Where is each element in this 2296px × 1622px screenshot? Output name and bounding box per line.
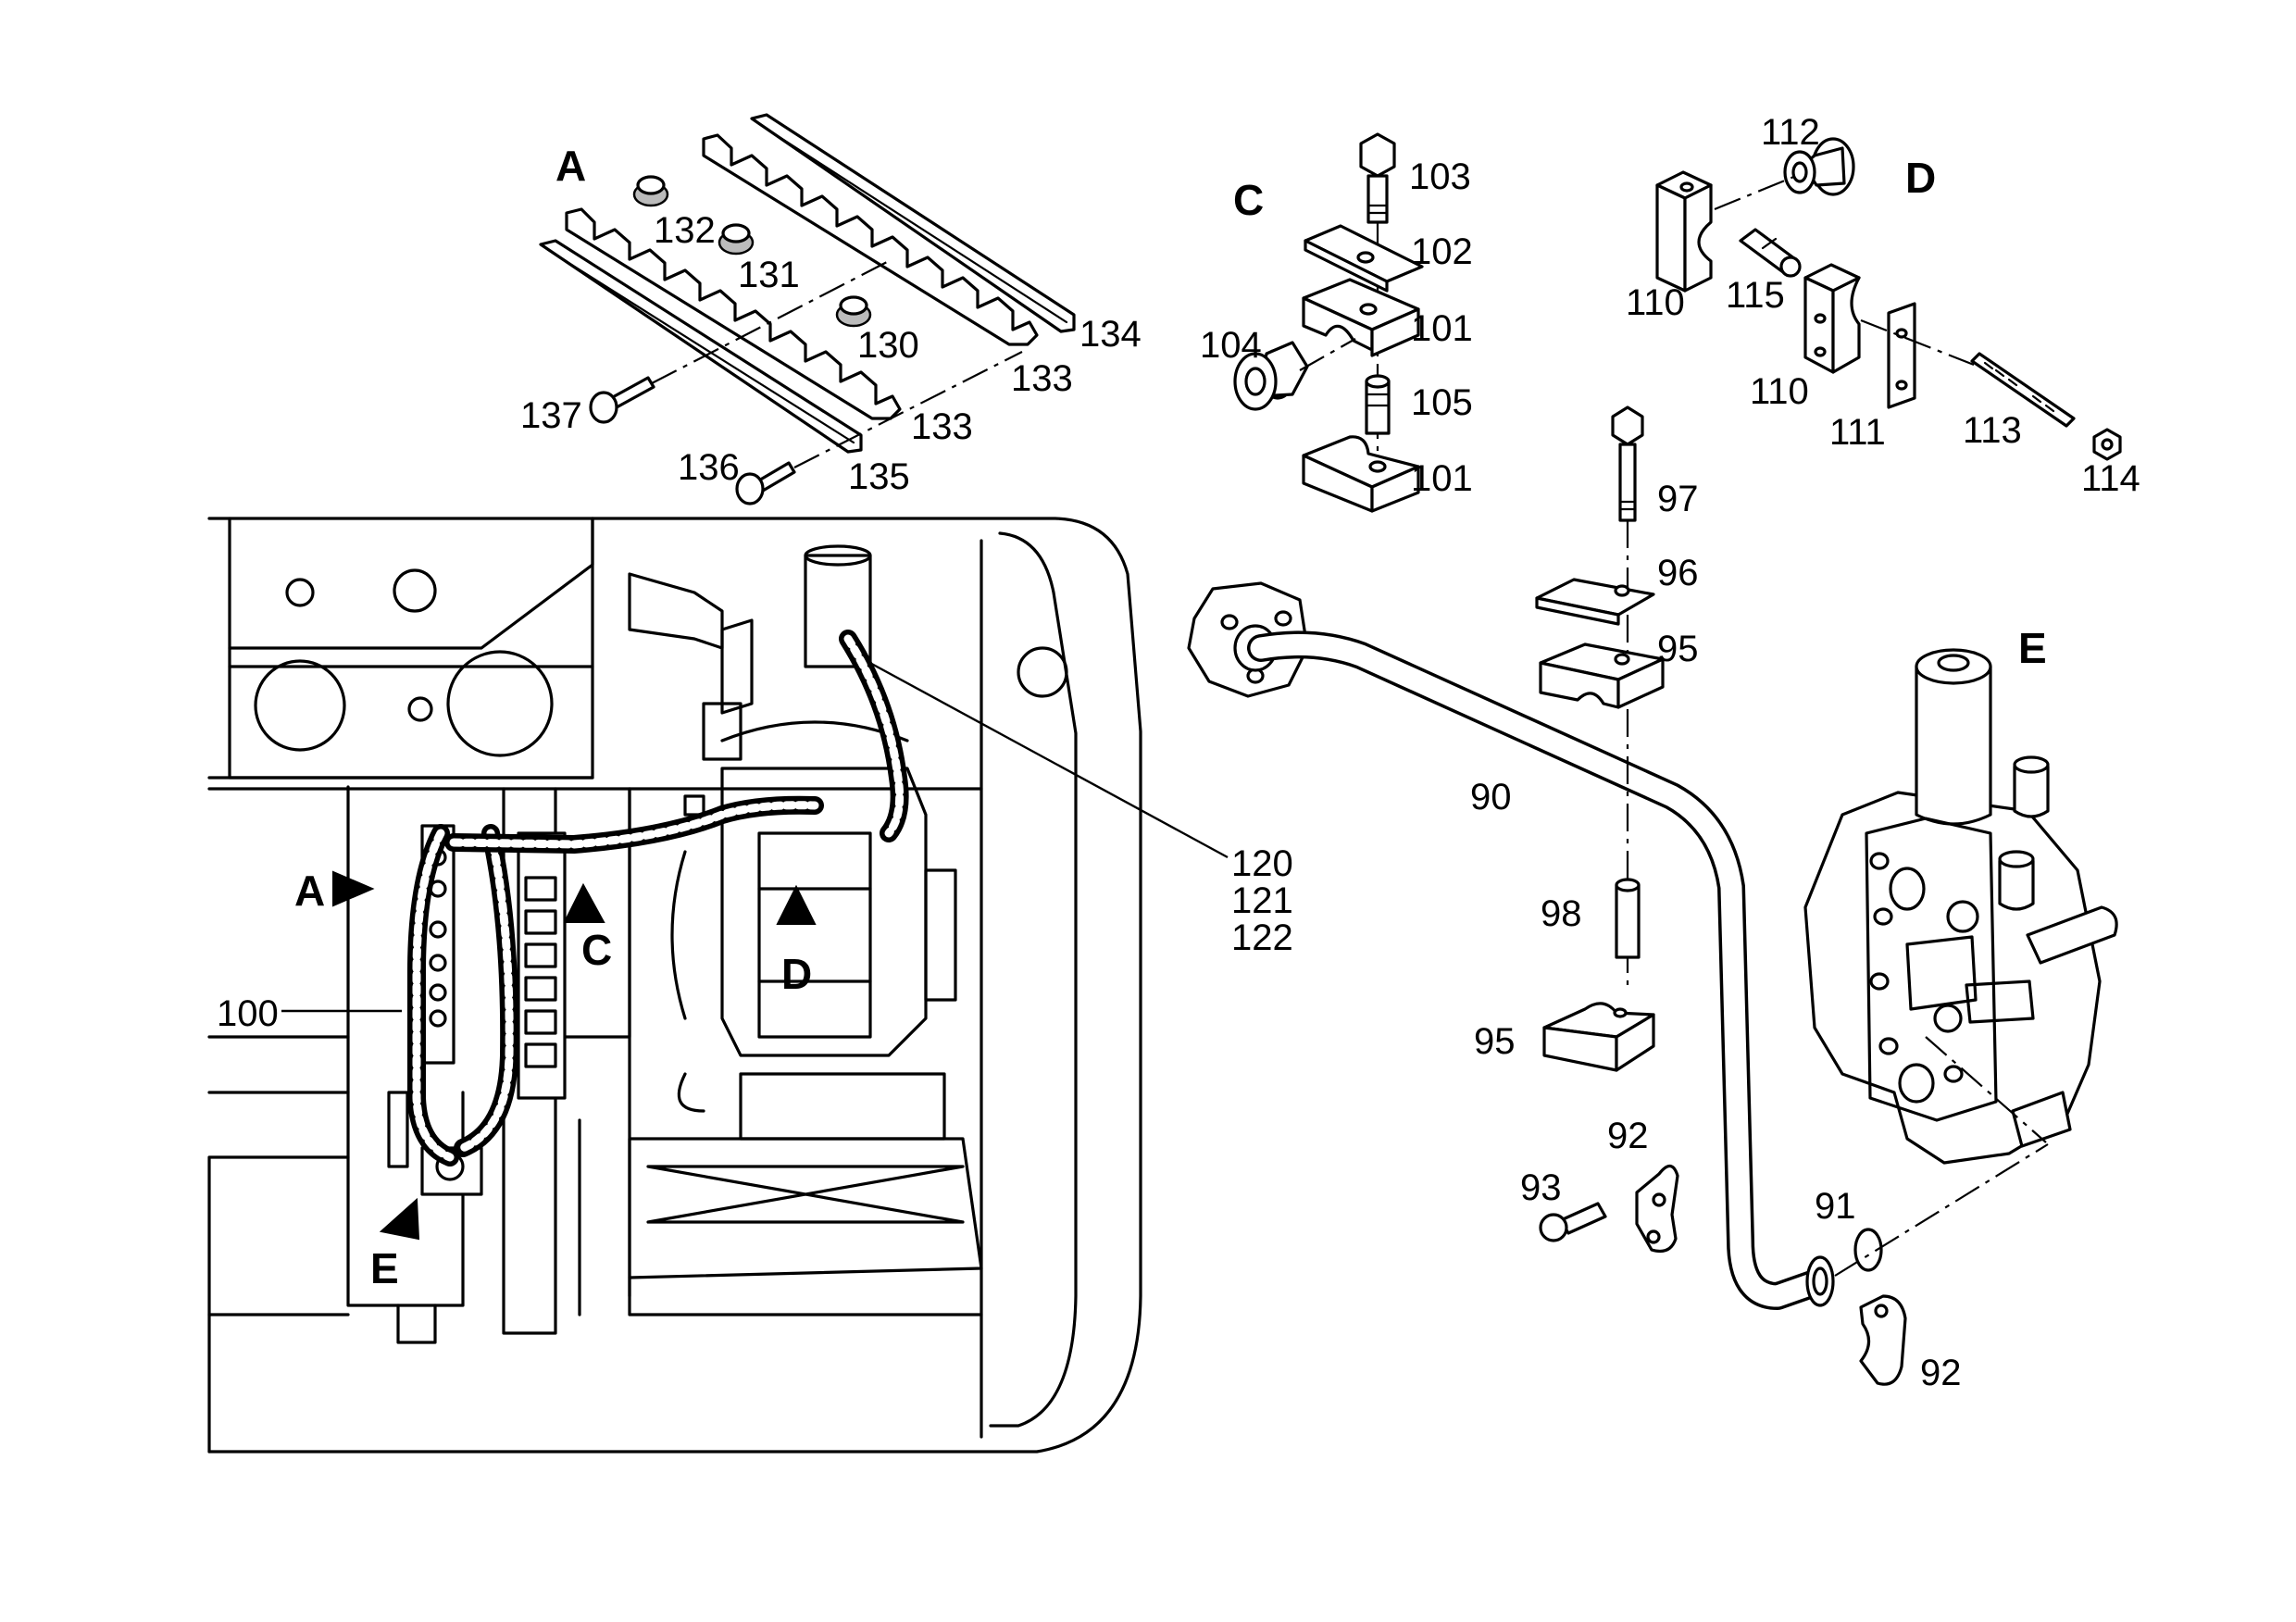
callout-133-lower: 133 bbox=[911, 406, 973, 447]
clamp-half-95-upper bbox=[1539, 643, 1665, 709]
callout-101-lower: 101 bbox=[1411, 458, 1473, 499]
machine-overview: A C D E 100 120 121 122 bbox=[207, 517, 1293, 1454]
view-label-d: D bbox=[1905, 154, 1936, 202]
view-marker-d-label: D bbox=[781, 950, 812, 998]
clamp-half-110-upper bbox=[1655, 170, 1713, 293]
pipe-assembly-90: 90 97 96 95 98 95 92 93 91 92 bbox=[1187, 406, 2049, 1393]
callout-137: 137 bbox=[520, 395, 582, 436]
callout-95-lower: 95 bbox=[1474, 1021, 1516, 1062]
bolt-137 bbox=[589, 376, 655, 424]
bolt-103 bbox=[1359, 132, 1396, 224]
view-marker-c-label: C bbox=[581, 926, 612, 974]
callout-134: 134 bbox=[1079, 314, 1142, 355]
rubber-grommet-130 bbox=[835, 295, 872, 328]
detail-view-d: D bbox=[1626, 112, 2140, 499]
callout-113: 113 bbox=[1963, 410, 2022, 451]
callout-100: 100 bbox=[217, 993, 279, 1034]
rail-134 bbox=[750, 113, 1076, 333]
view-marker-e: E bbox=[370, 1197, 420, 1292]
callout-104: 104 bbox=[1200, 325, 1262, 366]
nut-114 bbox=[2092, 428, 2122, 461]
callout-102: 102 bbox=[1411, 231, 1473, 272]
rail-133-upper bbox=[702, 133, 1039, 346]
pipe-flange-upper bbox=[1187, 581, 1309, 698]
flange-half-92-lower bbox=[1859, 1294, 1907, 1386]
clamp-half-110-lower bbox=[1803, 263, 1861, 374]
callout-131: 131 bbox=[738, 255, 800, 295]
callout-95-upper: 95 bbox=[1657, 629, 1699, 669]
view-marker-c: C bbox=[563, 882, 612, 974]
callout-110-lower: 110 bbox=[1750, 371, 1809, 412]
callout-90: 90 bbox=[1470, 777, 1512, 817]
view-marker-d: D bbox=[776, 884, 817, 998]
bolt-93 bbox=[1539, 1202, 1607, 1242]
callout-112: 112 bbox=[1761, 112, 1820, 153]
callout-136: 136 bbox=[678, 447, 740, 488]
clamp-half-101-lower bbox=[1302, 435, 1420, 513]
view-marker-a-label: A bbox=[294, 867, 325, 915]
callout-91: 91 bbox=[1815, 1186, 1856, 1227]
view-marker-e-label: E bbox=[370, 1244, 399, 1292]
callout-115: 115 bbox=[1726, 275, 1785, 316]
callout-96: 96 bbox=[1657, 553, 1699, 593]
callout-121: 121 bbox=[1231, 880, 1293, 921]
bolt-97 bbox=[1611, 406, 1644, 522]
detail-view-c: C bbox=[1200, 132, 1473, 513]
callout-122: 122 bbox=[1231, 917, 1293, 958]
control-valve-block bbox=[1803, 648, 2118, 1165]
rubber-grommet-131 bbox=[718, 223, 755, 256]
callout-120: 120 bbox=[1231, 843, 1293, 884]
callout-93: 93 bbox=[1520, 1167, 1562, 1208]
callout-101-upper: 101 bbox=[1411, 308, 1473, 349]
o-ring-91 bbox=[1853, 1228, 1883, 1272]
central-pump-unit bbox=[628, 544, 983, 1316]
callout-114: 114 bbox=[2081, 458, 2140, 499]
callout-92-lower: 92 bbox=[1920, 1353, 1962, 1393]
view-label-e: E bbox=[2018, 624, 2047, 672]
plate-96 bbox=[1535, 578, 1655, 626]
view-label-a: A bbox=[555, 142, 586, 190]
callout-135: 135 bbox=[848, 456, 910, 497]
callout-98: 98 bbox=[1541, 893, 1582, 934]
bolt-136 bbox=[735, 461, 796, 505]
rail-133-lower bbox=[565, 207, 902, 420]
detail-view-e: E bbox=[1803, 624, 2118, 1165]
callout-110-upper: 110 bbox=[1626, 282, 1685, 323]
callout-92-upper: 92 bbox=[1607, 1116, 1649, 1156]
view-marker-a: A bbox=[294, 867, 375, 915]
stud-113 bbox=[1970, 352, 2076, 428]
rubber-grommet-132 bbox=[632, 175, 669, 207]
spacer-105 bbox=[1365, 374, 1391, 435]
pipe-end-fitting-lower bbox=[1805, 1255, 1835, 1307]
callout-103: 103 bbox=[1409, 156, 1471, 197]
rail-135 bbox=[539, 239, 863, 454]
callout-132: 132 bbox=[654, 210, 716, 251]
grommet-112 bbox=[1783, 137, 1855, 196]
plate-102 bbox=[1304, 224, 1424, 293]
callout-133-upper: 133 bbox=[1011, 358, 1073, 399]
callout-111: 111 bbox=[1829, 412, 1886, 453]
spacer-115 bbox=[1739, 228, 1802, 278]
callout-105: 105 bbox=[1411, 382, 1473, 423]
plate-111 bbox=[1887, 302, 1916, 409]
clamp-half-101-upper bbox=[1302, 278, 1420, 357]
callout-130: 130 bbox=[857, 325, 919, 366]
flange-half-92-upper bbox=[1635, 1164, 1679, 1254]
pipe-grommet-104 bbox=[1233, 341, 1309, 411]
view-label-c: C bbox=[1233, 176, 1264, 224]
detail-view-a: A bbox=[520, 113, 1142, 505]
clamp-half-95-lower bbox=[1542, 1002, 1655, 1072]
spacer-98 bbox=[1615, 878, 1641, 959]
callout-97: 97 bbox=[1657, 479, 1699, 519]
